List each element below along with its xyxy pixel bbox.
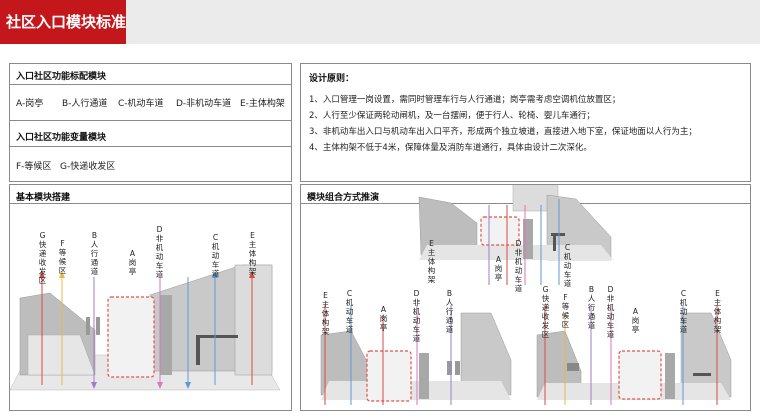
right-label-d: D非机动车道 xyxy=(606,285,615,339)
right-label-g: G快递收发区 xyxy=(541,285,550,339)
module-item-e: E-主体构架 xyxy=(240,99,285,109)
right-label-c: C机动车道 xyxy=(679,289,688,334)
right-label-e: E主体构架 xyxy=(713,289,722,334)
label-g: G快递收发区 xyxy=(38,231,47,285)
module-item-a: A-岗亭 xyxy=(16,99,44,109)
combination-illustration xyxy=(320,185,732,405)
right-label-f: F等候区 xyxy=(561,293,570,329)
label-e: E主体构架 xyxy=(248,231,257,276)
label-d: D非机动车道 xyxy=(155,225,164,279)
combination-title: 模块组合方式推演 xyxy=(307,193,380,203)
divider xyxy=(10,146,291,147)
left-label-b: B人行通道 xyxy=(445,289,454,334)
divider xyxy=(10,203,291,204)
left-label-a: A岗亭 xyxy=(379,305,388,332)
principle-2: 2、人行至少保证两轮动闸机，及一台摆闸，便于行人、轮椅、婴儿车通行； xyxy=(309,111,595,121)
variable-item-g: G-快递收发区 xyxy=(60,162,116,172)
variable-modules-title: 入口社区功能变量模块 xyxy=(16,133,107,143)
function-modules-panel: 入口社区功能标配模块 A-岗亭 B-人行通道 C-机动车道 D-非机动车道 E-… xyxy=(9,63,292,182)
right-label-a: A岗亭 xyxy=(631,307,640,334)
principle-1: 1、入口管理一岗设置，需同时管理车行与人行通道；岗亭需考虑空调机位放置区； xyxy=(309,95,621,105)
variable-item-f: F-等候区 xyxy=(16,162,52,172)
top-label-c: C机动车道 xyxy=(563,243,572,288)
label-a: A岗亭 xyxy=(128,249,137,276)
top-label-e: E主体构架 xyxy=(427,239,436,284)
divider xyxy=(10,84,291,85)
left-label-c: C机动车道 xyxy=(345,289,354,334)
label-b: B人行通道 xyxy=(90,231,99,276)
principle-title: 设计原则： xyxy=(309,74,355,84)
module-item-b: B-人行通道 xyxy=(62,99,108,109)
label-c: C机动车道 xyxy=(211,233,220,278)
header-bar: 社区入口模块标准 xyxy=(0,0,760,44)
basic-module-title: 基本模块搭建 xyxy=(16,193,71,203)
principle-3: 3、非机动车出入口与机动车出入口平齐，形成两个独立坡道，直接进入地下室，保证地面… xyxy=(309,127,697,137)
principle-4: 4、主体构架不低于4米，保障体量及消防车道通行，具体由设计二次深化。 xyxy=(309,143,592,153)
top-label-a: A岗亭 xyxy=(494,255,503,282)
top-label-d: D非机动车道 xyxy=(514,239,523,293)
basic-module-panel: 基本模块搭建 xyxy=(9,184,292,411)
module-item-d: D-非机动车道 xyxy=(176,99,232,109)
right-label-b: B人行通道 xyxy=(587,285,596,330)
divider xyxy=(10,120,291,121)
standard-modules-title: 入口社区功能标配模块 xyxy=(16,72,107,82)
left-label-d: D非机动车道 xyxy=(412,289,421,343)
module-item-c: C-机动车道 xyxy=(118,99,164,109)
page-title: 社区入口模块标准 xyxy=(0,0,126,44)
basic-module-illustration xyxy=(10,264,281,391)
label-f: F等候区 xyxy=(58,239,67,275)
left-label-e: E主体构架 xyxy=(321,291,330,336)
booth-box xyxy=(107,296,155,378)
combination-panel: 模块组合方式推演 xyxy=(300,184,751,411)
design-principle-panel: 设计原则： 1、入口管理一岗设置，需同时管理车行与人行通道；岗亭需考虑空调机位放… xyxy=(300,63,751,182)
